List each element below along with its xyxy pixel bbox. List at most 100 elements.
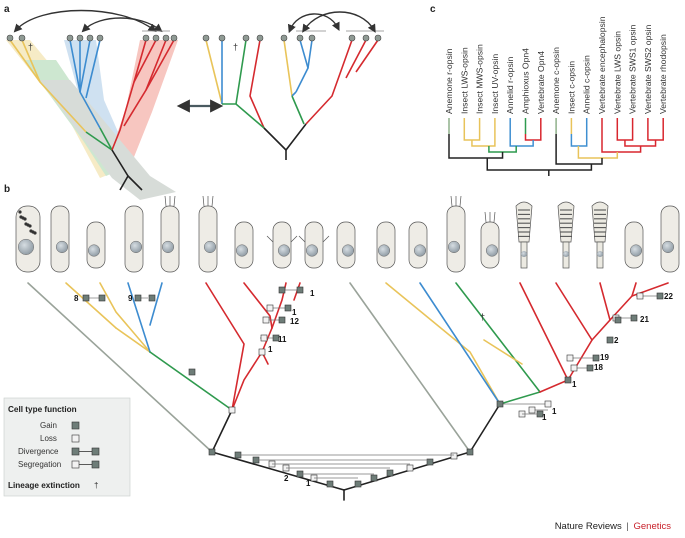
event-count: 18 bbox=[594, 363, 603, 372]
event-count: 9 bbox=[128, 294, 133, 303]
photoreceptor-cell bbox=[515, 201, 533, 269]
event-count: 2 bbox=[284, 474, 289, 483]
event-count: 1 bbox=[310, 289, 315, 298]
curved-arrow-icon bbox=[13, 9, 157, 33]
loss-marker bbox=[266, 304, 274, 312]
loss-marker bbox=[228, 406, 236, 414]
event-count: 22 bbox=[664, 292, 673, 301]
opsin-label: Annelid r-opsin bbox=[505, 56, 515, 114]
photoreceptor-cell bbox=[557, 201, 575, 269]
gain-marker bbox=[354, 480, 362, 488]
loss-marker bbox=[636, 292, 644, 300]
photoreceptor-cell bbox=[591, 201, 609, 269]
photoreceptor-cell bbox=[480, 211, 500, 269]
loss-marker bbox=[528, 406, 536, 414]
gain-marker bbox=[284, 304, 292, 312]
event-count: 1 bbox=[292, 308, 297, 317]
opsin-label: Vertebrate SWS2 opsin bbox=[643, 24, 653, 114]
curved-arrow-icon bbox=[302, 11, 376, 33]
photoreceptor-cell-row bbox=[15, 195, 680, 273]
event-count: 21 bbox=[640, 315, 649, 324]
legend-segregation-label: Segregation bbox=[18, 460, 61, 469]
gain-marker bbox=[592, 354, 600, 362]
opsin-label: Vertebrate Opn4 bbox=[536, 51, 546, 114]
gain-marker bbox=[82, 294, 90, 302]
gain-marker bbox=[148, 294, 156, 302]
opsin-label: Insect MWS-opsin bbox=[475, 44, 485, 114]
loss-marker bbox=[260, 334, 268, 342]
photoreceptor-cell bbox=[446, 195, 466, 273]
loss-marker bbox=[450, 452, 458, 460]
gain-marker bbox=[466, 448, 474, 456]
photoreceptor-cell bbox=[15, 205, 41, 273]
loss-square-icon bbox=[71, 434, 80, 443]
gain-marker bbox=[496, 400, 504, 408]
photoreceptor-cell bbox=[50, 205, 70, 273]
photoreceptor-cell bbox=[336, 221, 356, 269]
gain-marker bbox=[370, 474, 378, 482]
opsin-label: Annelid c-opsin bbox=[582, 55, 592, 114]
photoreceptor-cell bbox=[624, 221, 644, 269]
gain-marker bbox=[656, 292, 664, 300]
legend-gain-label: Gain bbox=[40, 421, 57, 430]
photoreceptor-cell bbox=[660, 205, 680, 273]
grey-lineage-band bbox=[40, 80, 176, 200]
opsin-label: Insect UV-opsin bbox=[490, 54, 500, 114]
opsin-label: Amphioxus Opn4 bbox=[521, 48, 531, 114]
photoreceptor-cell bbox=[408, 221, 428, 269]
gain-marker bbox=[586, 364, 594, 372]
opsin-label: Insect c-opsin bbox=[566, 61, 576, 114]
opsin-label: Anemone r-opsin bbox=[444, 48, 454, 114]
divergence-square-icon bbox=[71, 447, 80, 456]
event-count: 2 bbox=[614, 336, 619, 345]
photoreceptor-cell bbox=[298, 221, 330, 269]
event-count: 12 bbox=[290, 317, 299, 326]
gain-marker bbox=[208, 448, 216, 456]
gain-marker bbox=[272, 334, 280, 342]
loss-marker bbox=[406, 464, 414, 472]
loss-marker bbox=[258, 348, 266, 356]
gain-marker bbox=[296, 286, 304, 294]
panel-c-tree bbox=[448, 118, 664, 176]
panel-label-b: b bbox=[4, 184, 10, 195]
event-count: 19 bbox=[600, 353, 609, 362]
gain-marker bbox=[134, 294, 142, 302]
loss-marker bbox=[566, 354, 574, 362]
gain-marker bbox=[188, 368, 196, 376]
event-count: 1 bbox=[572, 380, 577, 389]
legend-extinction-label: Lineage extinction bbox=[8, 481, 80, 490]
panel-a-left-tree: † bbox=[6, 9, 178, 200]
gain-marker bbox=[326, 480, 334, 488]
photoreceptor-cell bbox=[198, 195, 218, 273]
event-count: 11 bbox=[278, 335, 287, 344]
panel-label-c: c bbox=[430, 4, 436, 15]
dagger-icon: † bbox=[94, 481, 98, 490]
legend: Cell type function Gain Loss Divergence … bbox=[3, 397, 131, 497]
loss-marker bbox=[544, 400, 552, 408]
photoreceptor-cell bbox=[160, 195, 180, 273]
event-count: 1 bbox=[306, 479, 311, 488]
red-lineage-band bbox=[106, 40, 178, 172]
gain-marker bbox=[630, 314, 638, 322]
opsin-label: Vertebrate rhodopsin bbox=[658, 34, 668, 114]
gain-marker bbox=[614, 316, 622, 324]
photoreceptor-cell bbox=[86, 221, 106, 269]
event-count: 8 bbox=[74, 294, 79, 303]
segregation-square-icon bbox=[71, 460, 80, 469]
loss-marker bbox=[570, 364, 578, 372]
photoreceptor-cell bbox=[124, 205, 144, 273]
panel-a-dagger-right: † bbox=[233, 42, 238, 52]
panel-a-right-tree: † bbox=[202, 11, 384, 160]
gain-marker bbox=[606, 336, 614, 344]
journal-section: Genetics bbox=[633, 521, 672, 532]
journal-footer: Nature Reviews | Genetics bbox=[555, 521, 671, 532]
opsin-label: Insect LWS-opsin bbox=[459, 47, 469, 114]
gain-marker bbox=[386, 469, 394, 477]
opsin-label: Vertebrate SWS1 opsin bbox=[628, 24, 638, 114]
gain-marker bbox=[98, 294, 106, 302]
panel-a-dagger-left: † bbox=[28, 42, 33, 52]
event-count: 1 bbox=[552, 407, 557, 416]
event-count: 1 bbox=[542, 413, 547, 422]
